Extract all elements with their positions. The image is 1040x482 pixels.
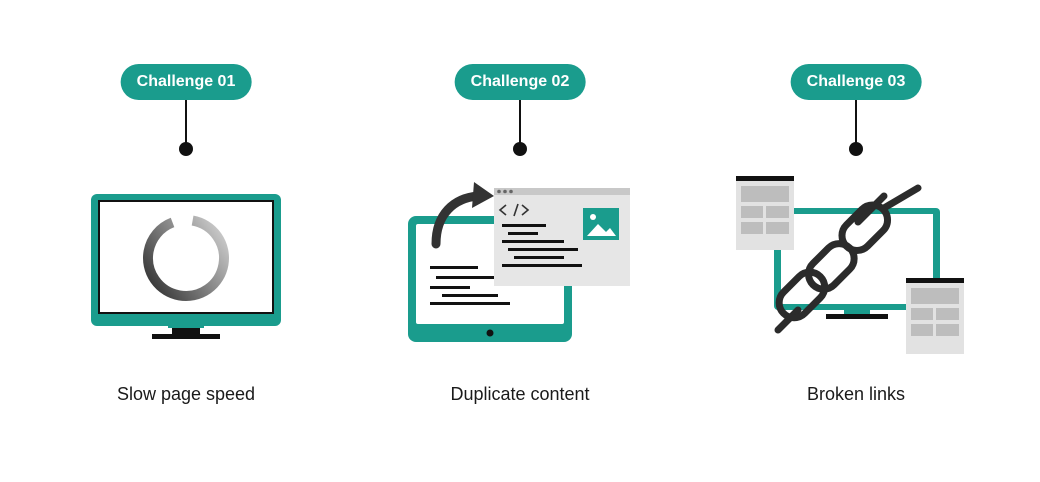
- challenge-01-badge: Challenge 01: [120, 64, 252, 100]
- connector-line: [519, 100, 521, 144]
- duplicate-content-icon: [408, 182, 630, 342]
- challenge-02-badge: Challenge 02: [454, 64, 586, 100]
- challenge-02-caption: Duplicate content: [450, 384, 590, 404]
- connector-dot: [513, 142, 527, 156]
- challenge-02-column: Challenge 02 Dup: [350, 0, 690, 482]
- connector-dot: [179, 142, 193, 156]
- challenge-03-badge: Challenge 03: [790, 64, 922, 100]
- challenge-03-caption: Broken links: [806, 384, 906, 404]
- challenge-01-caption: Slow page speed: [116, 384, 256, 404]
- challenge-01-column: Challenge 01 Slow page speed: [16, 0, 356, 482]
- challenge-03-column: Challenge 03 Broken link: [686, 0, 1026, 482]
- monitor-loading-spinner-icon: [91, 194, 281, 339]
- connector-line: [185, 100, 187, 144]
- broken-link-icon: [736, 176, 964, 354]
- connector-dot: [849, 142, 863, 156]
- connector-line: [855, 100, 857, 144]
